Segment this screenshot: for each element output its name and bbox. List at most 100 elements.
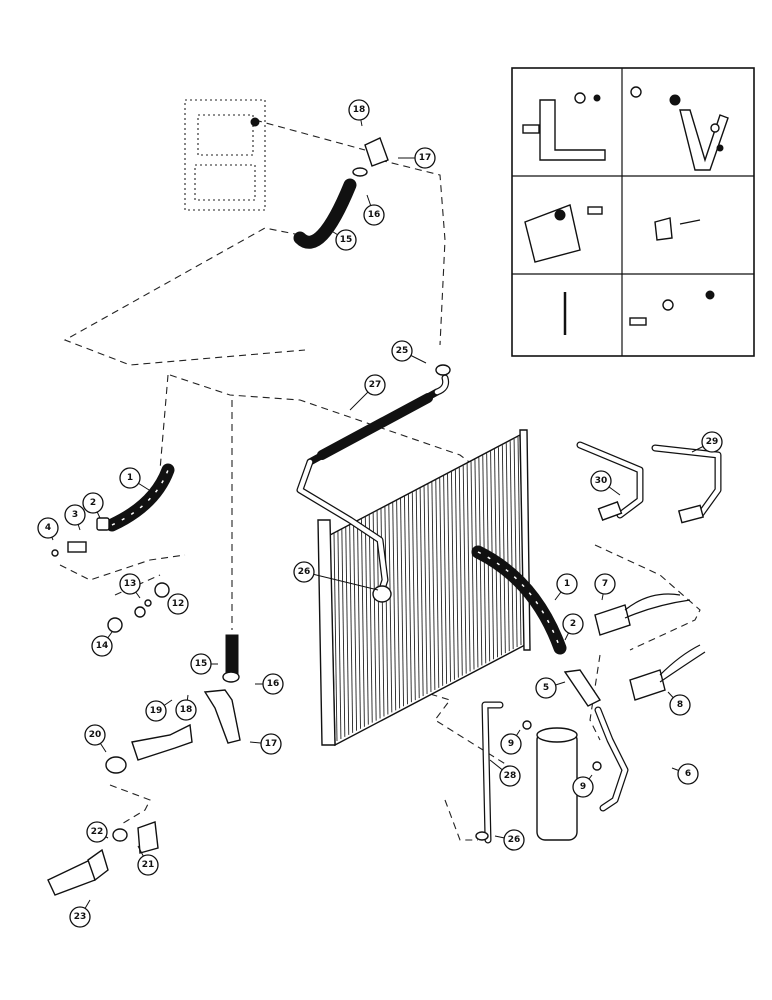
callout-circle <box>86 821 108 843</box>
callout-circle <box>363 204 385 226</box>
callout-4: 4 <box>37 517 59 541</box>
callout-circle <box>335 229 357 251</box>
callout-label: 9 <box>580 782 586 792</box>
callout-circle <box>37 517 59 539</box>
callout-label: 27 <box>369 380 382 390</box>
callout-label: 21 <box>142 860 155 870</box>
callout-21: 21 <box>137 845 159 876</box>
callout-circle <box>293 561 315 583</box>
callout-label: 9 <box>508 739 514 749</box>
callout-circle <box>594 573 616 595</box>
callout-circle <box>562 613 584 635</box>
callout-30: 30 <box>590 470 621 496</box>
callout-label: 28 <box>504 771 517 781</box>
callout-label: 2 <box>90 498 96 508</box>
callout-circle <box>145 700 167 722</box>
hose-part-1-left <box>105 463 175 532</box>
callout-6: 6 <box>671 763 699 785</box>
callout-15: 15 <box>190 653 218 675</box>
callout-leader-line <box>303 571 379 591</box>
hose-part-15-upper <box>293 178 357 249</box>
callout-circle <box>82 492 104 514</box>
callout-18: 18 <box>175 694 197 721</box>
callout-label: 30 <box>595 476 608 486</box>
callout-circle <box>499 765 521 787</box>
callout-label: 23 <box>74 912 87 922</box>
callout-circle <box>262 673 284 695</box>
callout-label: 22 <box>91 827 104 837</box>
callout-label: 18 <box>353 105 366 115</box>
callout-circle <box>590 470 612 492</box>
callout-7: 7 <box>594 573 616 601</box>
callout-1: 1 <box>119 467 158 496</box>
callout-22: 22 <box>86 821 109 843</box>
callout-circle <box>364 374 386 396</box>
callout-circle <box>175 699 197 721</box>
callout-label: 7 <box>602 579 608 589</box>
callout-8: 8 <box>667 691 691 716</box>
callout-circle <box>137 854 159 876</box>
callout-25: 25 <box>391 340 427 364</box>
callout-9: 9 <box>572 774 594 798</box>
callout-19: 19 <box>145 699 173 722</box>
small-parts <box>47 137 706 896</box>
callout-label: 12 <box>172 599 185 609</box>
callout-26: 26 <box>494 829 525 851</box>
callout-27: 27 <box>349 374 386 411</box>
callout-28: 28 <box>489 759 521 787</box>
callout-circle <box>260 733 282 755</box>
callout-label: 26 <box>508 835 521 845</box>
callout-circle <box>414 147 436 169</box>
callout-5: 5 <box>535 677 566 699</box>
callout-circle <box>391 340 413 362</box>
callout-23: 23 <box>69 899 91 928</box>
callout-label: 15 <box>195 659 208 669</box>
callout-label: 16 <box>368 210 381 220</box>
callout-label: 19 <box>150 706 163 716</box>
callout-circle <box>119 467 141 489</box>
callout-label: 17 <box>265 739 278 749</box>
callout-circle <box>500 733 522 755</box>
callout-circle <box>677 763 699 785</box>
callout-label: 17 <box>419 153 432 163</box>
callout-circle <box>119 573 141 595</box>
engine-block-outline <box>184 99 266 211</box>
callout-label: 25 <box>396 346 409 356</box>
callout-circle <box>64 504 86 526</box>
callout-circle <box>556 573 578 595</box>
callout-circle <box>69 906 91 928</box>
callout-9: 9 <box>500 729 522 755</box>
callout-circle <box>669 694 691 716</box>
callout-18: 18 <box>348 99 370 127</box>
callout-label: 13 <box>124 579 137 589</box>
callout-label: 3 <box>72 510 78 520</box>
callout-label: 20 <box>89 730 102 740</box>
callout-label: 8 <box>677 700 683 710</box>
callout-16: 16 <box>363 194 385 226</box>
callout-circle <box>91 635 113 657</box>
callout-label: 14 <box>96 641 109 651</box>
callout-label: 5 <box>543 683 549 693</box>
callout-circle <box>701 431 723 453</box>
callout-label: 15 <box>340 235 353 245</box>
callout-29: 29 <box>691 431 723 453</box>
callout-circle <box>348 99 370 121</box>
callout-1: 1 <box>554 573 578 601</box>
callout-circle <box>190 653 212 675</box>
callout-17: 17 <box>249 733 282 755</box>
callout-20: 20 <box>84 724 107 753</box>
callout-label: 4 <box>45 523 51 533</box>
receiver-drier <box>536 731 578 841</box>
hoses-and-tubes <box>105 178 722 844</box>
callout-3: 3 <box>64 504 86 531</box>
callout-circle <box>503 829 525 851</box>
callout-label: 29 <box>706 437 719 447</box>
callout-2: 2 <box>82 492 104 519</box>
callout-circle <box>572 776 594 798</box>
callout-12: 12 <box>167 593 189 615</box>
callout-16: 16 <box>255 673 284 695</box>
callout-label: 26 <box>298 567 311 577</box>
callout-2: 2 <box>562 613 584 641</box>
callout-label: 18 <box>180 705 193 715</box>
